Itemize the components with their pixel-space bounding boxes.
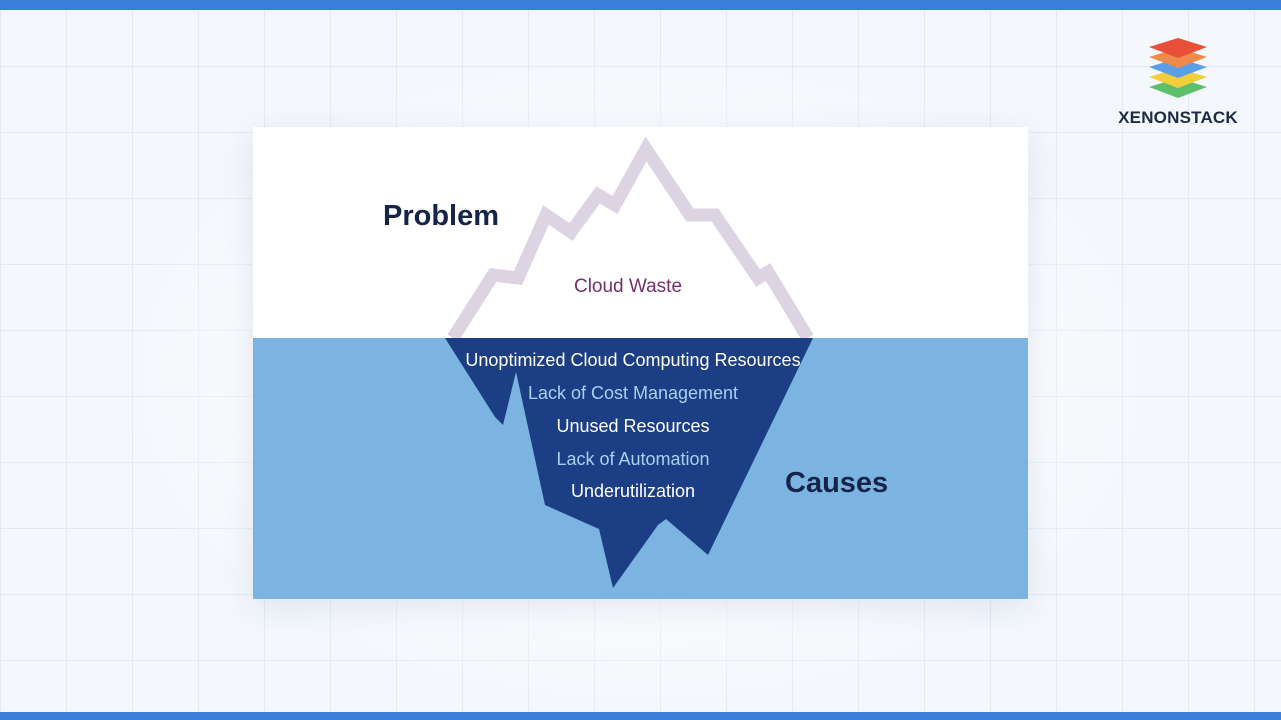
cause-item: Lack of Automation — [556, 449, 710, 469]
layered-stack-logo-icon — [1149, 38, 1207, 98]
brand-name: XENONSTACK — [1118, 108, 1238, 127]
cause-item: Unoptimized Cloud Computing Resources — [465, 350, 801, 370]
iceberg-diagram: Problem Causes Cloud Waste Unoptimized C… — [253, 127, 1028, 599]
iceberg-underwater-body — [445, 338, 813, 588]
top-accent-bar — [0, 0, 1281, 10]
cause-item: Unused Resources — [556, 416, 710, 436]
iceberg-tip-label: Cloud Waste — [573, 276, 683, 297]
cause-item: Underutilization — [570, 481, 696, 501]
problem-heading: Problem — [383, 200, 500, 232]
iceberg-shape — [445, 136, 814, 588]
brand-logo: XENONSTACK — [1108, 34, 1248, 130]
bottom-accent-bar — [0, 712, 1281, 720]
iceberg-tip-outline — [447, 136, 814, 342]
causes-heading: Causes — [785, 467, 889, 499]
cause-item: Lack of Cost Management — [527, 383, 739, 403]
